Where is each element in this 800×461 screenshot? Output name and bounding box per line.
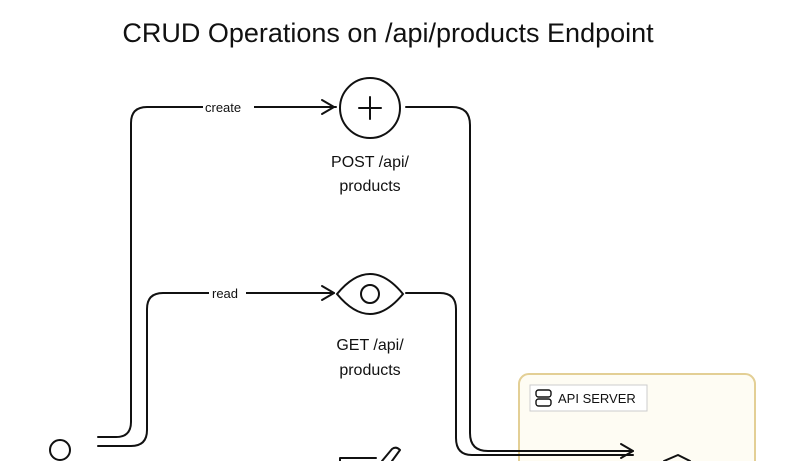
- eye-icon: [335, 273, 405, 315]
- server-partial-arrow: [663, 454, 691, 461]
- connector-get-to-server[interactable]: [405, 292, 634, 456]
- get-node[interactable]: [335, 273, 405, 315]
- get-node-label-line2: products: [339, 362, 400, 379]
- api-server-label-box: [529, 384, 648, 412]
- arrowhead-read: [321, 285, 335, 301]
- post-node-label-line2: products: [339, 178, 400, 195]
- user-icon: [49, 439, 71, 461]
- post-node[interactable]: [339, 77, 401, 139]
- edge-label-read: read: [212, 286, 238, 301]
- server-icon: [535, 389, 552, 407]
- diagram-title: CRUD Operations on /api/products Endpoin…: [122, 18, 654, 48]
- eye-pupil: [360, 284, 380, 304]
- edge-label-read-bg: [209, 285, 246, 301]
- api-server-label: API SERVER: [558, 391, 636, 406]
- plus-icon: [358, 96, 382, 120]
- get-node-label-line1: GET /api/: [336, 337, 404, 354]
- arrowhead-create: [321, 99, 335, 115]
- connector-post-to-server[interactable]: [405, 106, 634, 452]
- edge-label-create: create: [205, 100, 241, 115]
- pencil-icon: [339, 446, 401, 461]
- post-node-label-line1: POST /api/: [331, 154, 410, 171]
- connector-read[interactable]: [97, 292, 335, 447]
- edge-label-create-bg: [203, 99, 254, 115]
- connector-create[interactable]: [97, 106, 337, 438]
